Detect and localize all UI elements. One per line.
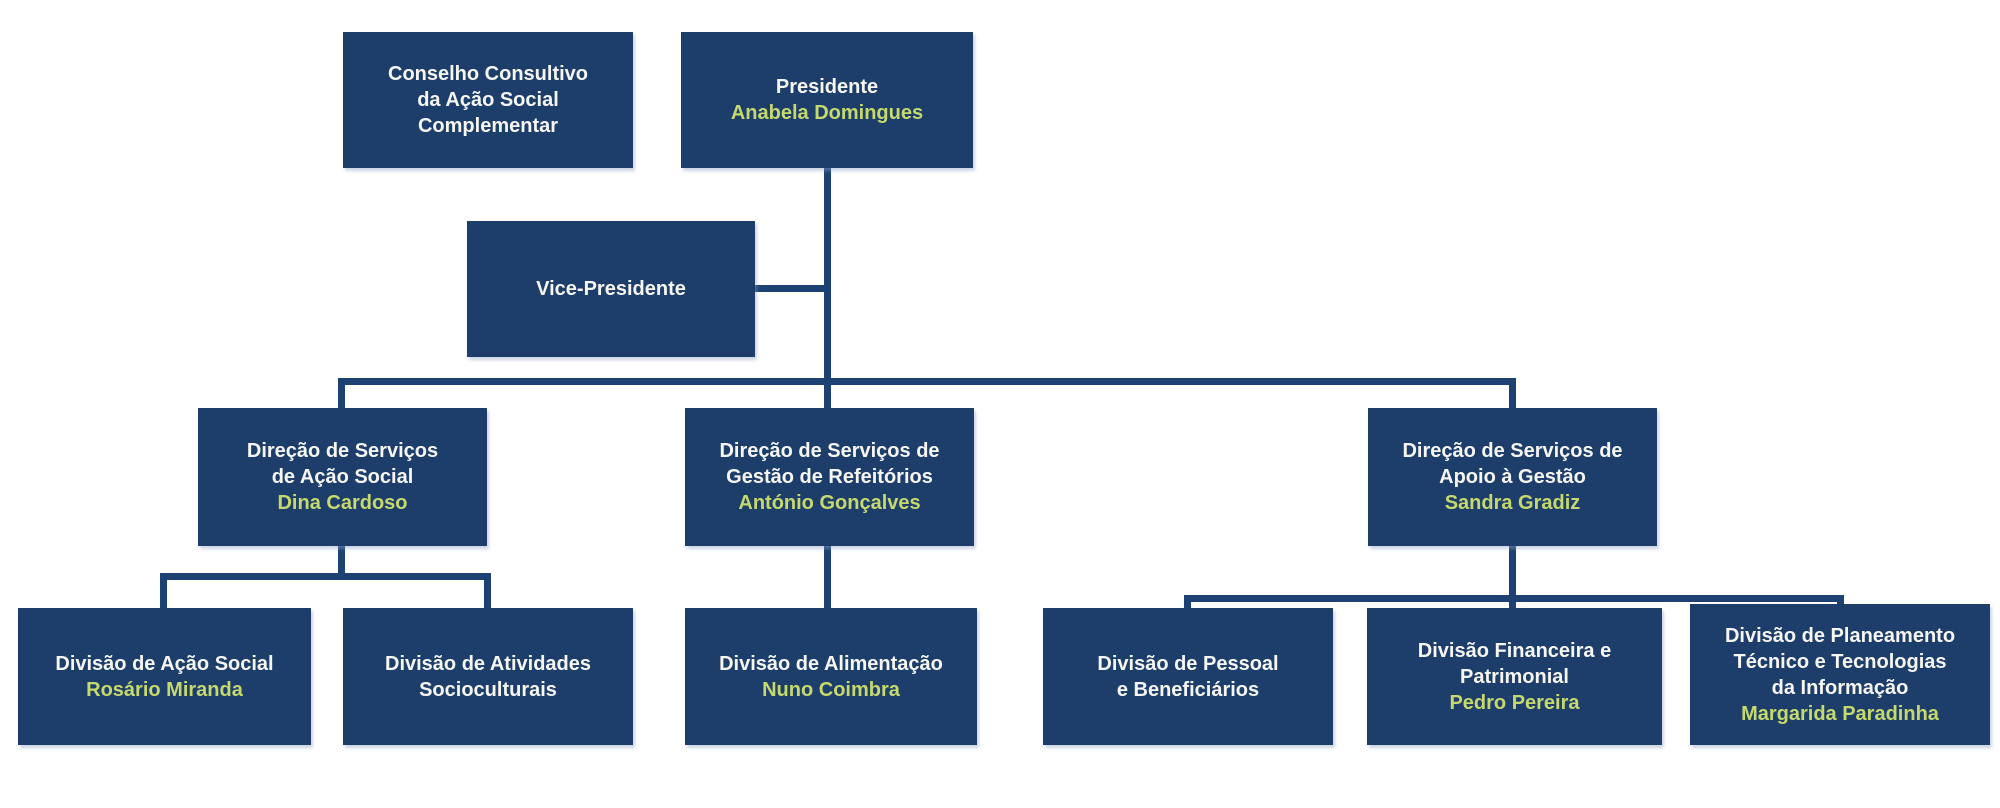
- org-node-vice-presidente: Vice-Presidente: [467, 221, 755, 357]
- node-person-name: António Gonçalves: [738, 492, 921, 514]
- node-person-name: Nuno Coimbra: [762, 678, 900, 701]
- node-title-line: Divisão de Alimentação: [719, 652, 943, 675]
- node-title-line: Direção de Serviços: [246, 440, 439, 462]
- node-title-line: Divisão de Planeamento: [1724, 624, 1956, 647]
- node-title-line: Vice-Presidente: [536, 278, 686, 300]
- connector-directions-rail: [338, 378, 1516, 385]
- node-title-line: da Ação Social: [417, 89, 559, 111]
- connector-left-branch-rail: [160, 573, 491, 580]
- connector-left-branch-drop-2: [484, 573, 491, 610]
- org-node-divisao-alimentacao: Divisão de Alimentação Nuno Coimbra: [685, 608, 977, 745]
- node-title-line: Divisão de Atividades: [385, 652, 591, 675]
- org-node-divisao-pessoal-beneficiarios: Divisão de Pessoal e Beneficiários: [1043, 608, 1333, 745]
- node-person-name: Margarida Paradinha: [1741, 702, 1939, 725]
- node-title-line: Patrimonial: [1460, 665, 1569, 688]
- connector-ds-apoio-drop: [1509, 546, 1516, 610]
- connector-ds-acao-drop: [338, 546, 345, 580]
- node-title-line: de Ação Social: [271, 466, 414, 488]
- node-person-name: Rosário Miranda: [86, 678, 243, 701]
- node-title-line: Divisão de Pessoal: [1097, 652, 1279, 675]
- org-node-divisao-planeamento-tecnico: Divisão de Planeamento Técnico e Tecnolo…: [1690, 604, 1990, 745]
- node-title-line: Apoio à Gestão: [1439, 466, 1586, 488]
- node-person-name: Anabela Domingues: [730, 102, 924, 124]
- connector-rail-drop-right: [1509, 378, 1516, 410]
- node-title-line: Direção de Serviços de: [719, 440, 940, 462]
- org-node-divisao-acao-social: Divisão de Ação Social Rosário Miranda: [18, 608, 311, 745]
- node-title-line: Direção de Serviços de: [1402, 440, 1623, 462]
- node-title-line: Socioculturais: [419, 678, 557, 701]
- connector-left-branch-drop-1: [160, 573, 167, 610]
- connector-ds-refeitorios-drop: [824, 546, 831, 610]
- node-title-line: Presidente: [775, 76, 879, 98]
- connector-right-branch-drop-2: [1837, 595, 1844, 610]
- org-node-direcao-acao-social: Direção de Serviços de Ação Social Dina …: [198, 408, 487, 546]
- org-node-direcao-gestao-refeitorios: Direção de Serviços de Gestão de Refeitó…: [685, 408, 974, 546]
- node-person-name: Dina Cardoso: [277, 492, 408, 514]
- node-title-line: Gestão de Refeitórios: [726, 466, 933, 488]
- node-title-line: Divisão Financeira e: [1417, 639, 1612, 662]
- node-title-line: Técnico e Tecnologias: [1733, 650, 1947, 673]
- org-node-divisao-atividades-socioculturais: Divisão de Atividades Socioculturais: [343, 608, 633, 745]
- connector-right-branch-rail: [1184, 595, 1844, 602]
- connector-vice-presidente-stub: [755, 285, 831, 292]
- org-node-divisao-financeira-patrimonial: Divisão Financeira e Patrimonial Pedro P…: [1367, 608, 1662, 745]
- org-node-direcao-apoio-gestao: Direção de Serviços de Apoio à Gestão Sa…: [1368, 408, 1657, 546]
- node-title-line: Conselho Consultivo: [388, 63, 588, 85]
- node-title-line: da Informação: [1771, 676, 1909, 699]
- connector-right-branch-drop-1: [1184, 595, 1191, 610]
- node-title-line: e Beneficiários: [1116, 678, 1260, 701]
- node-person-name: Pedro Pereira: [1449, 691, 1580, 714]
- org-node-presidente: Presidente Anabela Domingues: [681, 32, 973, 168]
- node-title-line: Complementar: [417, 115, 559, 137]
- node-title-line: Divisão de Ação Social: [55, 652, 274, 675]
- node-person-name: Sandra Gradiz: [1444, 492, 1581, 514]
- connector-rail-drop-left: [338, 378, 345, 410]
- org-node-conselho-consultivo: Conselho Consultivo da Ação Social Compl…: [343, 32, 633, 168]
